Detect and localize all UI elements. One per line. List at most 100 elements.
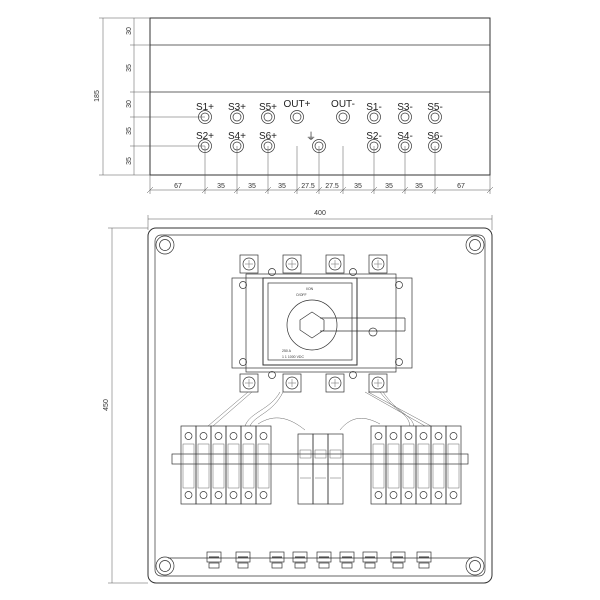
- terminal-screw-icon: [374, 432, 383, 440]
- mount-screw-icon: [349, 268, 357, 276]
- switch-pivot: [368, 327, 378, 337]
- mount-screw-icon: [239, 358, 247, 366]
- terminal-screw-icon: [419, 491, 428, 499]
- height-dimensions: 185 30 35 30 35 35: [94, 17, 205, 176]
- cable-gland-icon: [316, 551, 332, 563]
- terminal-screw-icon: [184, 432, 193, 440]
- fuse-holder-face: [257, 443, 270, 489]
- screw-inner: [159, 560, 171, 572]
- terminal-screw-icon: [259, 491, 268, 499]
- dim-tick: [146, 186, 154, 194]
- screw-icon: [465, 235, 485, 255]
- terminal-screw-icon: [389, 491, 398, 499]
- cable-glands-lower: S2+ S4+ S6+ S2- S4- S6- ⏚: [196, 131, 443, 143]
- terminal-screw-icon: [214, 432, 223, 440]
- cable-gland-nut: [208, 562, 220, 569]
- terminal-screw-icon: [328, 257, 342, 271]
- gland-label: S2+: [196, 131, 214, 142]
- cable-gland-inner: [430, 112, 440, 122]
- fuse-holder-face: [432, 443, 445, 489]
- cable-gland-nut: [318, 562, 330, 569]
- cable-gland-inner: [232, 112, 242, 122]
- terminal-lug: [282, 373, 302, 393]
- fuse-holder-face: [447, 443, 460, 489]
- cable-gland-icon: [292, 551, 308, 563]
- surge-protector: [312, 433, 329, 505]
- terminal-screw-icon: [449, 491, 458, 499]
- din-rail: [171, 453, 469, 465]
- switch-on-label: I/ON: [306, 287, 314, 291]
- cable-gland-nut: [271, 562, 283, 569]
- cable-gland-icon: [198, 110, 212, 124]
- surge-protector: [327, 433, 344, 505]
- mount-screw-icon: [268, 268, 276, 276]
- switch-dial: [286, 299, 338, 351]
- cable-gland-icon: [230, 110, 244, 124]
- fuse-holder-face: [242, 443, 255, 489]
- terminal-screw-icon: [434, 491, 443, 499]
- gland-label: OUT+: [284, 99, 311, 110]
- dim-tick: [486, 186, 494, 194]
- screw-icon: [155, 235, 175, 255]
- terminal-screw-icon: [242, 376, 256, 390]
- row-dim: 35: [126, 127, 133, 135]
- cable-gland-icon: [390, 551, 406, 563]
- terminal-lug: [282, 254, 302, 274]
- mount-screw-icon: [239, 281, 247, 289]
- cable-gland-inner: [338, 112, 348, 122]
- terminal-screw-icon: [285, 376, 299, 390]
- terminal-screw-icon: [371, 257, 385, 271]
- terminal-lug: [239, 373, 259, 393]
- switch-body-outer: [245, 273, 397, 373]
- gland-label: S3+: [228, 102, 246, 113]
- surge-indicator: [329, 449, 342, 459]
- switch-body: [262, 277, 358, 366]
- terminal-screw-icon: [199, 432, 208, 440]
- mount-screw-icon: [268, 371, 276, 379]
- cable-gland-icon: [398, 110, 412, 124]
- width-dim: 27.5: [325, 183, 339, 190]
- terminal-screw-icon: [374, 491, 383, 499]
- terminal-screw-icon: [259, 432, 268, 440]
- cable-gland-nut: [418, 562, 430, 569]
- cable-gland-inner: [292, 112, 302, 122]
- cable-gland-icon: [367, 110, 381, 124]
- cable-gland-icon: [261, 110, 275, 124]
- width-dim: 35: [278, 183, 286, 190]
- switch-handle-center: [299, 311, 325, 339]
- gland-label: S4+: [228, 131, 246, 142]
- width-dim: 35: [217, 183, 225, 190]
- terminal-screw-icon: [214, 491, 223, 499]
- cable-gland-icon: [269, 551, 285, 563]
- fuse-holder-face: [227, 443, 240, 489]
- width-dim: 67: [174, 183, 182, 190]
- screw-inner: [469, 560, 481, 572]
- gland-label: S5-: [427, 102, 443, 113]
- fuse-holder-face: [402, 443, 415, 489]
- fuse-holder-face: [182, 443, 195, 489]
- cable-gland-nut: [341, 562, 353, 569]
- front-width-dim: 400: [314, 210, 326, 217]
- bottom-cable-glands: [168, 551, 472, 569]
- cable-glands-upper: S1+ S3+ S5+ OUT+ OUT- S1- S3- S5-: [196, 99, 443, 113]
- terminal-screw-icon: [371, 376, 385, 390]
- width-dimensions: 67 35 35 35 27.5 27.5 35 35 35 67: [146, 146, 494, 194]
- cable-gland-inner: [400, 112, 410, 122]
- enclosure-outline: [147, 227, 493, 584]
- top-view-outline: [149, 17, 491, 176]
- wiring: [207, 391, 432, 431]
- cable-gland-nut: [294, 562, 306, 569]
- cable-gland-nut: [364, 562, 376, 569]
- terminal-screw-icon: [244, 432, 253, 440]
- terminal-screw-icon: [242, 257, 256, 271]
- surge-indicator: [314, 449, 327, 459]
- cable-gland-nut: [237, 562, 249, 569]
- cable-gland-icon: [235, 551, 251, 563]
- terminal-screw-icon: [404, 491, 413, 499]
- row-dim: 35: [126, 157, 133, 165]
- cable-gland-icon: [206, 551, 222, 563]
- din-modules: [180, 425, 462, 505]
- fuse-holder-face: [212, 443, 225, 489]
- width-dim: 67: [457, 183, 465, 190]
